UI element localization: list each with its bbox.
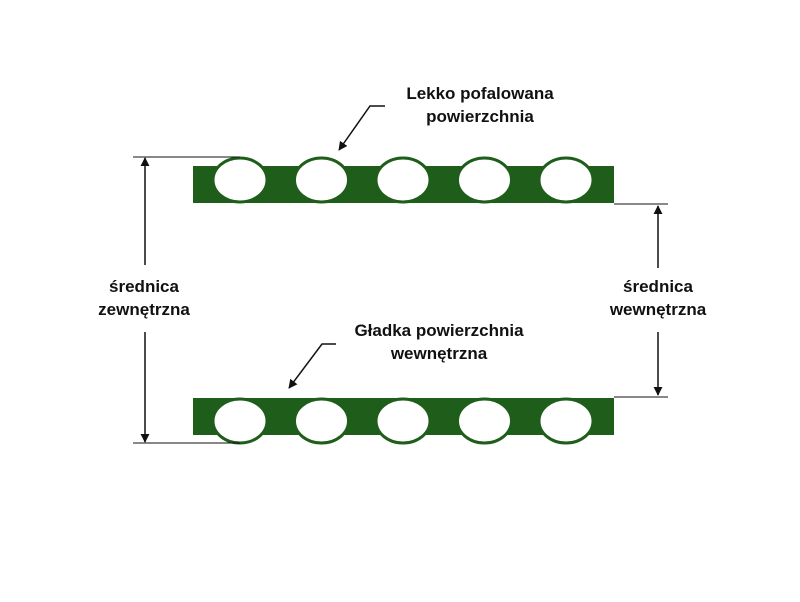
inner-diameter-label-line2: wewnętrzna	[609, 300, 707, 319]
inner-surface-label-line2: wewnętrzna	[390, 344, 488, 363]
bottom-wall-hole	[293, 397, 350, 445]
top-wall-holes	[211, 156, 595, 204]
top-wall-hole	[293, 156, 350, 204]
inner-diameter-label: średnica wewnętrzna	[596, 275, 720, 321]
outer-diameter-label-line1: średnica	[109, 277, 179, 296]
outer-diameter-label-line2: zewnętrzna	[98, 300, 190, 319]
top-wall-hole	[211, 156, 269, 204]
bottom-wall-hole	[211, 397, 269, 445]
bottom-wall-hole	[374, 397, 432, 445]
outer-surface-label: Lekko pofalowana powierzchnia	[387, 82, 573, 128]
inner-diameter-label-line1: średnica	[623, 277, 693, 296]
inner-surface-leader	[288, 343, 336, 389]
inner-surface-label: Gładka powierzchnia wewnętrzna	[330, 319, 548, 365]
inner-surface-label-line1: Gładka powierzchnia	[354, 321, 524, 340]
outer-surface-label-line1: Lekko pofalowana	[406, 84, 554, 103]
top-wall-hole	[537, 156, 595, 204]
outer-surface-leader	[338, 105, 385, 151]
top-wall-hole	[374, 156, 432, 204]
top-wall-hole	[456, 156, 513, 204]
outer-diameter-label: średnica zewnętrzna	[82, 275, 206, 321]
outer-surface-label-line2: powierzchnia	[426, 107, 534, 126]
bottom-wall-hole	[456, 397, 513, 445]
bottom-wall-hole	[537, 397, 595, 445]
bottom-wall-holes	[211, 397, 595, 445]
